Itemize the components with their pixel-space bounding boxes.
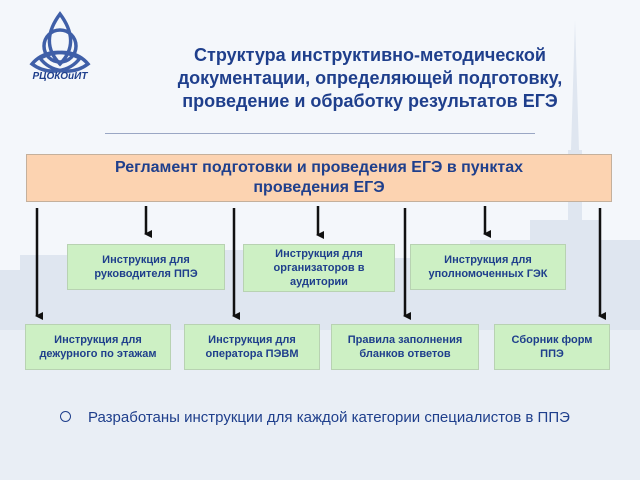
box-line: Инструкция для <box>54 334 142 346</box>
banner-line-2: проведения ЕГЭ <box>253 179 385 196</box>
title-divider <box>105 133 535 134</box>
box-line: аудитории <box>290 276 348 288</box>
page-title: Структура инструктивно-методической доку… <box>110 44 630 113</box>
box-forms-collection: Сборник форм ППЭ <box>494 324 610 370</box>
box-line: руководителя ППЭ <box>94 268 198 280</box>
box-line: Сборник форм <box>511 334 593 346</box>
box-organizers-instruction: Инструкция для организаторов в аудитории <box>243 244 395 292</box>
box-line: организаторов в <box>273 262 365 274</box>
box-gek-instruction: Инструкция для уполномоченных ГЭК <box>410 244 566 290</box>
box-line: Инструкция для <box>275 248 363 260</box>
box-filling-rules: Правила заполнения бланков ответов <box>331 324 479 370</box>
title-line-1: Структура инструктивно-методической <box>194 45 546 65</box>
logo-label: РЦОКОиИТ <box>32 71 88 82</box>
box-line: ППЭ <box>540 348 564 360</box>
note-text: Разработаны инструкции для каждой катего… <box>88 409 570 426</box>
title-line-2: документации, определяющей подготовку, <box>177 68 563 88</box>
box-line: дежурного по этажам <box>39 348 157 360</box>
box-line: Инструкция для <box>208 334 296 346</box>
title-line-3: проведение и обработку результатов ЕГЭ <box>182 91 558 111</box>
box-operator-instruction: Инструкция для оператора ПЭВМ <box>184 324 320 370</box>
box-line: Инструкция для <box>444 254 532 266</box>
box-line: Правила заполнения <box>347 334 463 346</box>
box-line: бланков ответов <box>359 348 451 360</box>
bullet-icon <box>60 411 71 422</box>
box-line: уполномоченных ГЭК <box>428 268 548 280</box>
banner-line-1: Регламент подготовки и проведения ЕГЭ в … <box>115 159 523 176</box>
box-head-instruction: Инструкция для руководителя ППЭ <box>67 244 225 290</box>
box-line: оператора ПЭВМ <box>205 348 299 360</box>
regulation-banner: Регламент подготовки и проведения ЕГЭ в … <box>26 154 612 202</box>
box-duty-instruction: Инструкция для дежурного по этажам <box>25 324 171 370</box>
logo-icon <box>29 11 91 73</box>
box-line: Инструкция для <box>102 254 190 266</box>
